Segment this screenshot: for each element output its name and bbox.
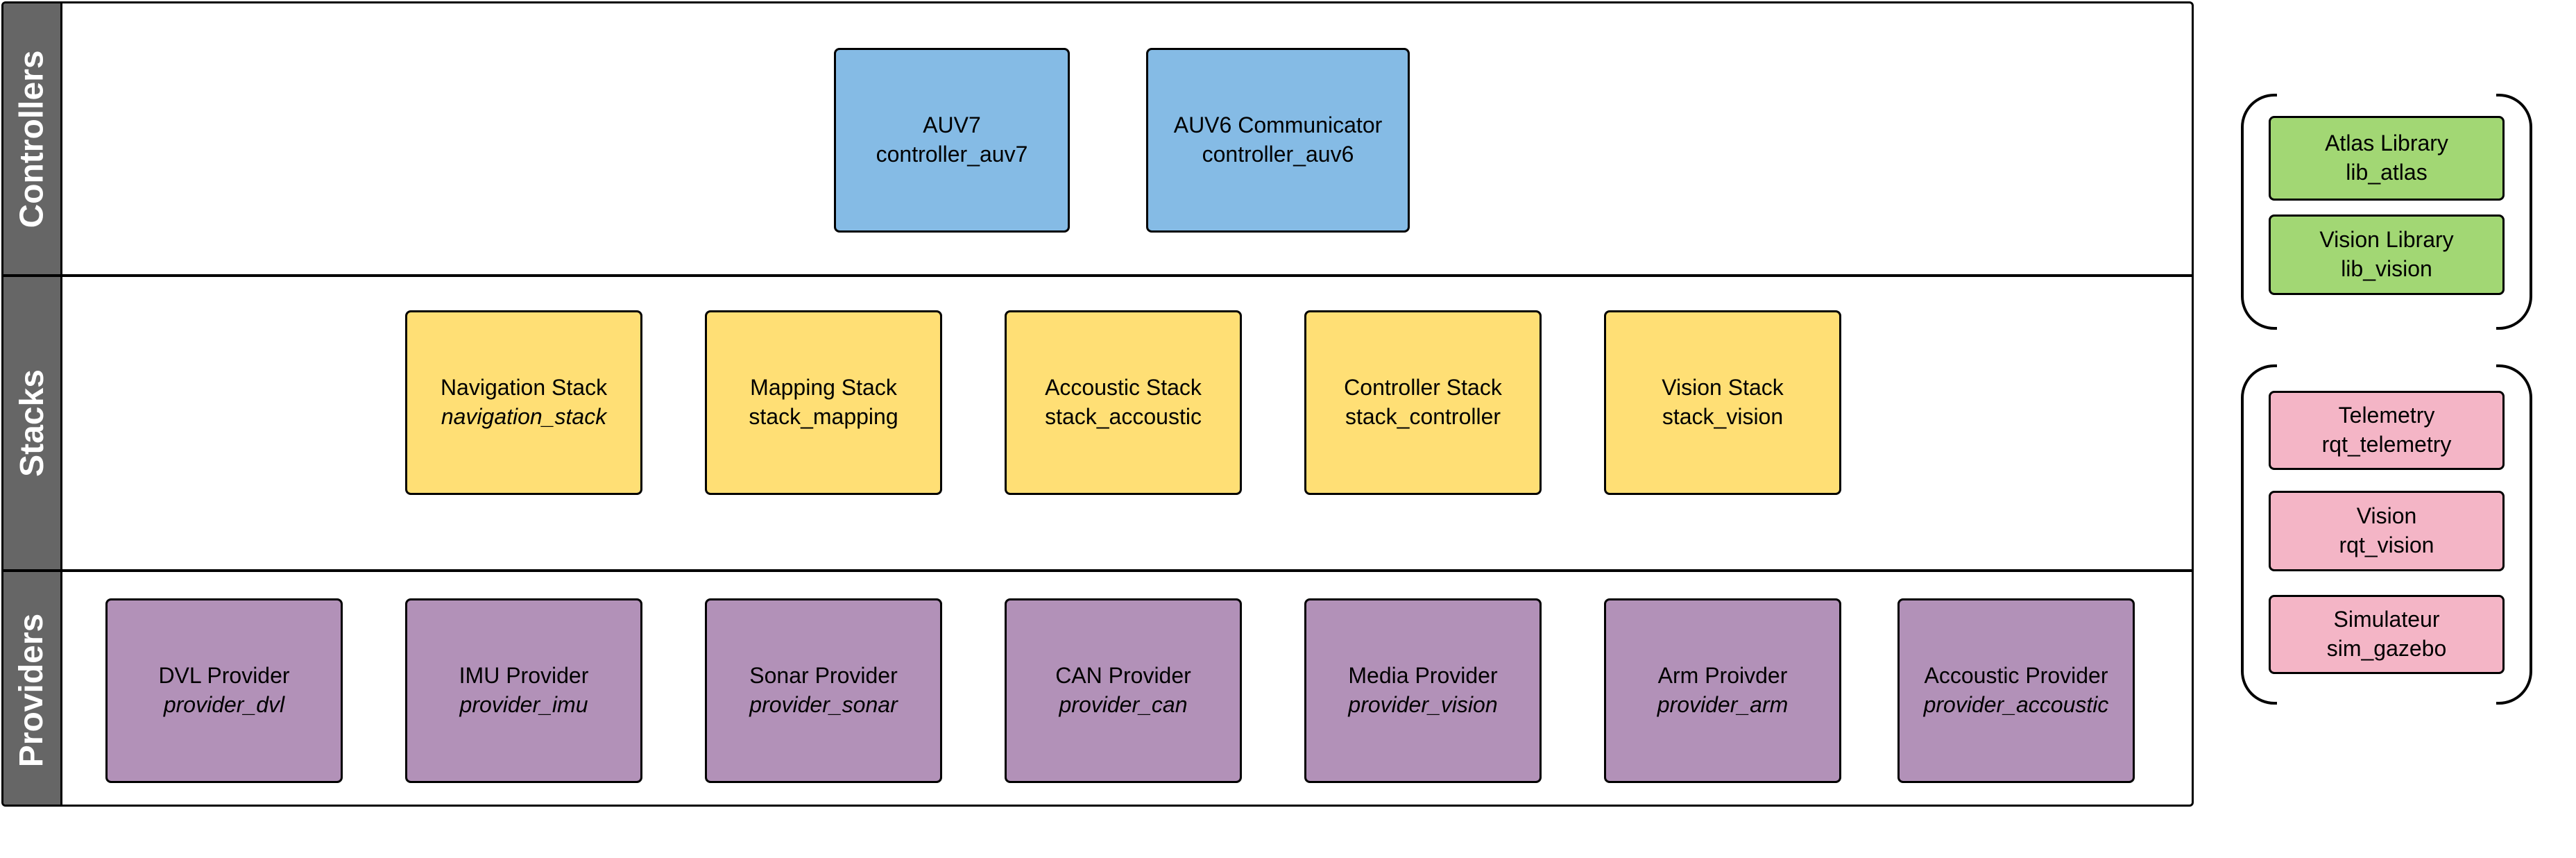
node-label: AUV7 — [923, 112, 981, 138]
node-label: Accoustic Provider — [1924, 663, 2108, 689]
node-label: Sonar Provider — [749, 663, 898, 689]
node-id: provider_accoustic — [1923, 692, 2109, 717]
lane-providers: Providers DVL Provider provider_dvl IMU … — [3, 569, 2192, 805]
node-label: Vision Library — [2319, 227, 2454, 253]
node-id: provider_vision — [1348, 692, 1498, 717]
lane-controllers: Controllers AUV7 controller_auv7 AUV6 Co… — [3, 3, 2192, 274]
node-provider-imu[interactable]: IMU Provider provider_imu — [405, 598, 642, 783]
node-id: provider_dvl — [163, 692, 285, 717]
node-rqt-vision[interactable]: Vision rqt_vision — [2269, 491, 2505, 571]
node-id: lib_vision — [2341, 256, 2432, 281]
node-controller-stack[interactable]: Controller Stack stack_controller — [1304, 310, 1542, 495]
node-label: Controller Stack — [1344, 375, 1502, 401]
node-accoustic-stack[interactable]: Accoustic Stack stack_accoustic — [1005, 310, 1242, 495]
lane-title: Controllers — [13, 49, 51, 228]
node-id: rqt_vision — [2339, 532, 2434, 557]
node-label: Media Provider — [1348, 663, 1498, 689]
node-id: provider_sonar — [749, 692, 898, 717]
architecture-frame: Controllers AUV7 controller_auv7 AUV6 Co… — [1, 1, 2194, 807]
tools-group: Telemetry rqt_telemetry Vision rqt_visio… — [2241, 364, 2532, 705]
node-mapping-stack[interactable]: Mapping Stack stack_mapping — [705, 310, 942, 495]
node-id: stack_controller — [1345, 404, 1501, 429]
node-sim-gazebo[interactable]: Simulateur sim_gazebo — [2269, 595, 2505, 674]
node-provider-media[interactable]: Media Provider provider_vision — [1304, 598, 1542, 783]
node-controller-auv6[interactable]: AUV6 Communicator controller_auv6 — [1146, 48, 1410, 233]
lane-stacks: Stacks Navigation Stack navigation_stack… — [3, 274, 2192, 569]
node-id: rqt_telemetry — [2321, 432, 2452, 457]
node-id: provider_arm — [1657, 692, 1789, 717]
node-label: Accoustic Stack — [1045, 375, 1202, 401]
node-label: AUV6 Communicator — [1173, 112, 1383, 138]
node-provider-can[interactable]: CAN Provider provider_can — [1005, 598, 1242, 783]
lane-header-controllers: Controllers — [3, 3, 62, 274]
libraries-group: Atlas Library lib_atlas Vision Library l… — [2241, 94, 2532, 330]
lane-title: Stacks — [13, 369, 51, 477]
node-label: CAN Provider — [1055, 663, 1191, 689]
node-label: Navigation Stack — [440, 375, 608, 401]
node-provider-sonar[interactable]: Sonar Provider provider_sonar — [705, 598, 942, 783]
node-id: controller_auv7 — [876, 142, 1028, 167]
node-id: stack_accoustic — [1045, 404, 1202, 429]
node-id: sim_gazebo — [2326, 636, 2447, 661]
node-label: Vision — [2356, 503, 2417, 529]
node-label: Simulateur — [2333, 607, 2440, 632]
node-label: Telemetry — [2338, 403, 2435, 428]
node-label: IMU Provider — [459, 663, 589, 689]
node-id: provider_can — [1059, 692, 1188, 717]
node-label: Mapping Stack — [750, 375, 897, 401]
node-id: stack_mapping — [749, 404, 898, 429]
lane-header-providers: Providers — [3, 572, 62, 805]
node-id: provider_imu — [459, 692, 588, 717]
node-id: lib_atlas — [2346, 160, 2428, 185]
node-id: controller_auv6 — [1202, 142, 1354, 167]
node-navigation-stack[interactable]: Navigation Stack navigation_stack — [405, 310, 642, 495]
node-label: Arm Proivder — [1657, 663, 1788, 689]
node-lib-atlas[interactable]: Atlas Library lib_atlas — [2269, 116, 2505, 201]
node-controller-auv7[interactable]: AUV7 controller_auv7 — [834, 48, 1070, 233]
node-vision-stack[interactable]: Vision Stack stack_vision — [1604, 310, 1841, 495]
node-label: DVL Provider — [158, 663, 290, 689]
node-provider-accoustic[interactable]: Accoustic Provider provider_accoustic — [1897, 598, 2135, 783]
node-lib-vision[interactable]: Vision Library lib_vision — [2269, 214, 2505, 295]
lane-title: Providers — [13, 613, 51, 768]
node-provider-arm[interactable]: Arm Proivder provider_arm — [1604, 598, 1841, 783]
node-label: Vision Stack — [1662, 375, 1784, 401]
node-id: navigation_stack — [441, 404, 607, 429]
node-provider-dvl[interactable]: DVL Provider provider_dvl — [105, 598, 343, 783]
node-label: Atlas Library — [2325, 131, 2448, 156]
node-id: stack_vision — [1662, 404, 1784, 429]
lane-header-stacks: Stacks — [3, 277, 62, 569]
node-rqt-telemetry[interactable]: Telemetry rqt_telemetry — [2269, 391, 2505, 470]
